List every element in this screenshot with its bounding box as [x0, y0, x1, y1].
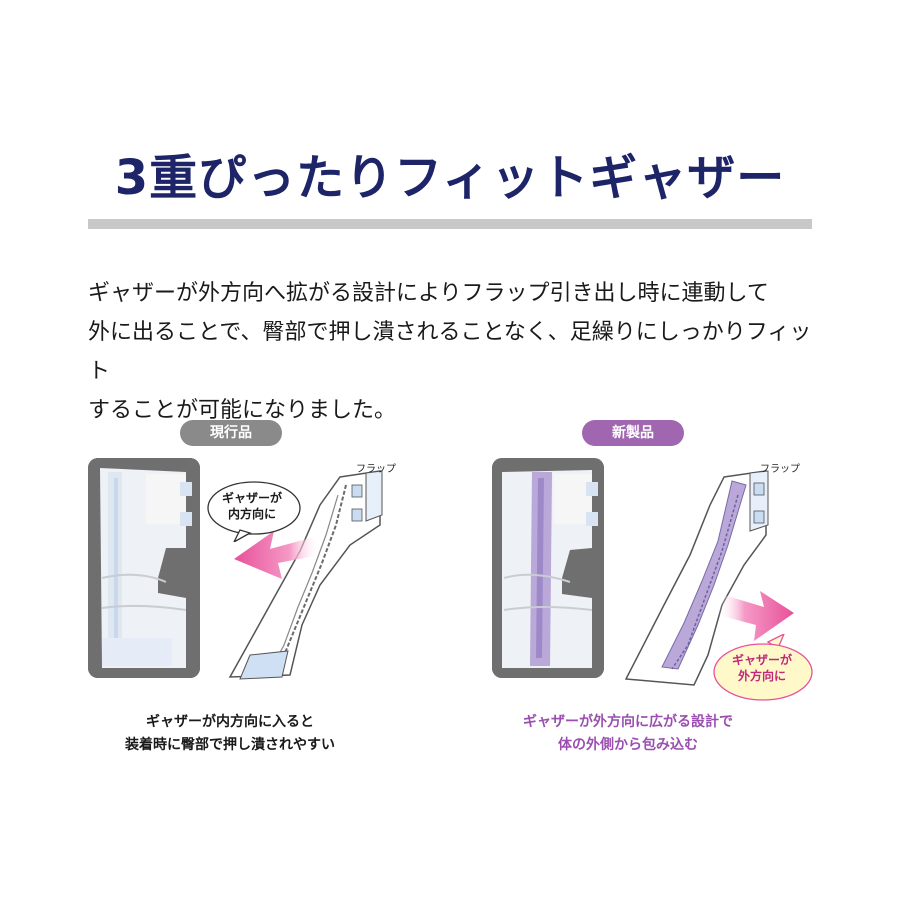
current-caption: ギャザーが内方向に入ると 装着時に臀部で押し潰されやすい — [90, 711, 370, 757]
new-caption-line-2: 体の外側から包み込む — [558, 737, 698, 753]
new-gather-diagram — [624, 470, 794, 686]
current-bubble-line-2: 内方向に — [227, 507, 276, 521]
current-bubble-line-1: ギャザーが — [221, 491, 282, 505]
current-caption-line-1: ギャザーが内方向に入ると — [146, 714, 314, 730]
current-speech-bubble — [207, 481, 301, 542]
current-bubble-text: ギャザーが 内方向に — [210, 490, 294, 522]
outward-arrow — [718, 591, 794, 641]
new-product-photo — [492, 458, 604, 678]
current-product-photo — [88, 458, 200, 678]
page-title: 3重ぴったりフィットギャザー — [114, 150, 786, 206]
new-flap-label: フラップ — [760, 464, 800, 475]
current-caption-line-2: 装着時に臀部で押し潰されやすい — [125, 737, 335, 753]
new-bubble-line-2: 外方向に — [737, 669, 786, 683]
description-line-3: することが可能になりました。 — [88, 398, 397, 423]
new-speech-bubble — [713, 634, 813, 701]
description-line-1: ギャザーが外方向へ拡がる設計によりフラップ引き出し時に連動して — [88, 281, 769, 306]
new-diaper-image — [492, 458, 604, 678]
new-caption-line-1: ギャザーが外方向に広がる設計で — [523, 714, 733, 730]
current-flap-label: フラップ — [356, 464, 396, 475]
current-gather-diagram — [228, 470, 383, 680]
inward-arrow — [234, 531, 320, 579]
description-line-2: 外に出ることで、臀部で押し潰されることなく、足繰りにしっかりフィット — [88, 320, 812, 384]
new-product-badge: 新製品 — [582, 420, 684, 446]
new-bubble-line-1: ギャザーが — [731, 653, 792, 667]
current-diaper-image — [88, 458, 200, 678]
description: ギャザーが外方向へ拡がる設計によりフラップ引き出し時に連動して 外に出ることで、… — [88, 274, 828, 430]
current-product-badge: 現行品 — [180, 420, 282, 446]
title-divider — [88, 219, 812, 229]
new-caption: ギャザーが外方向に広がる設計で 体の外側から包み込む — [488, 711, 768, 757]
new-bubble-text: ギャザーが 外方向に — [714, 652, 810, 684]
